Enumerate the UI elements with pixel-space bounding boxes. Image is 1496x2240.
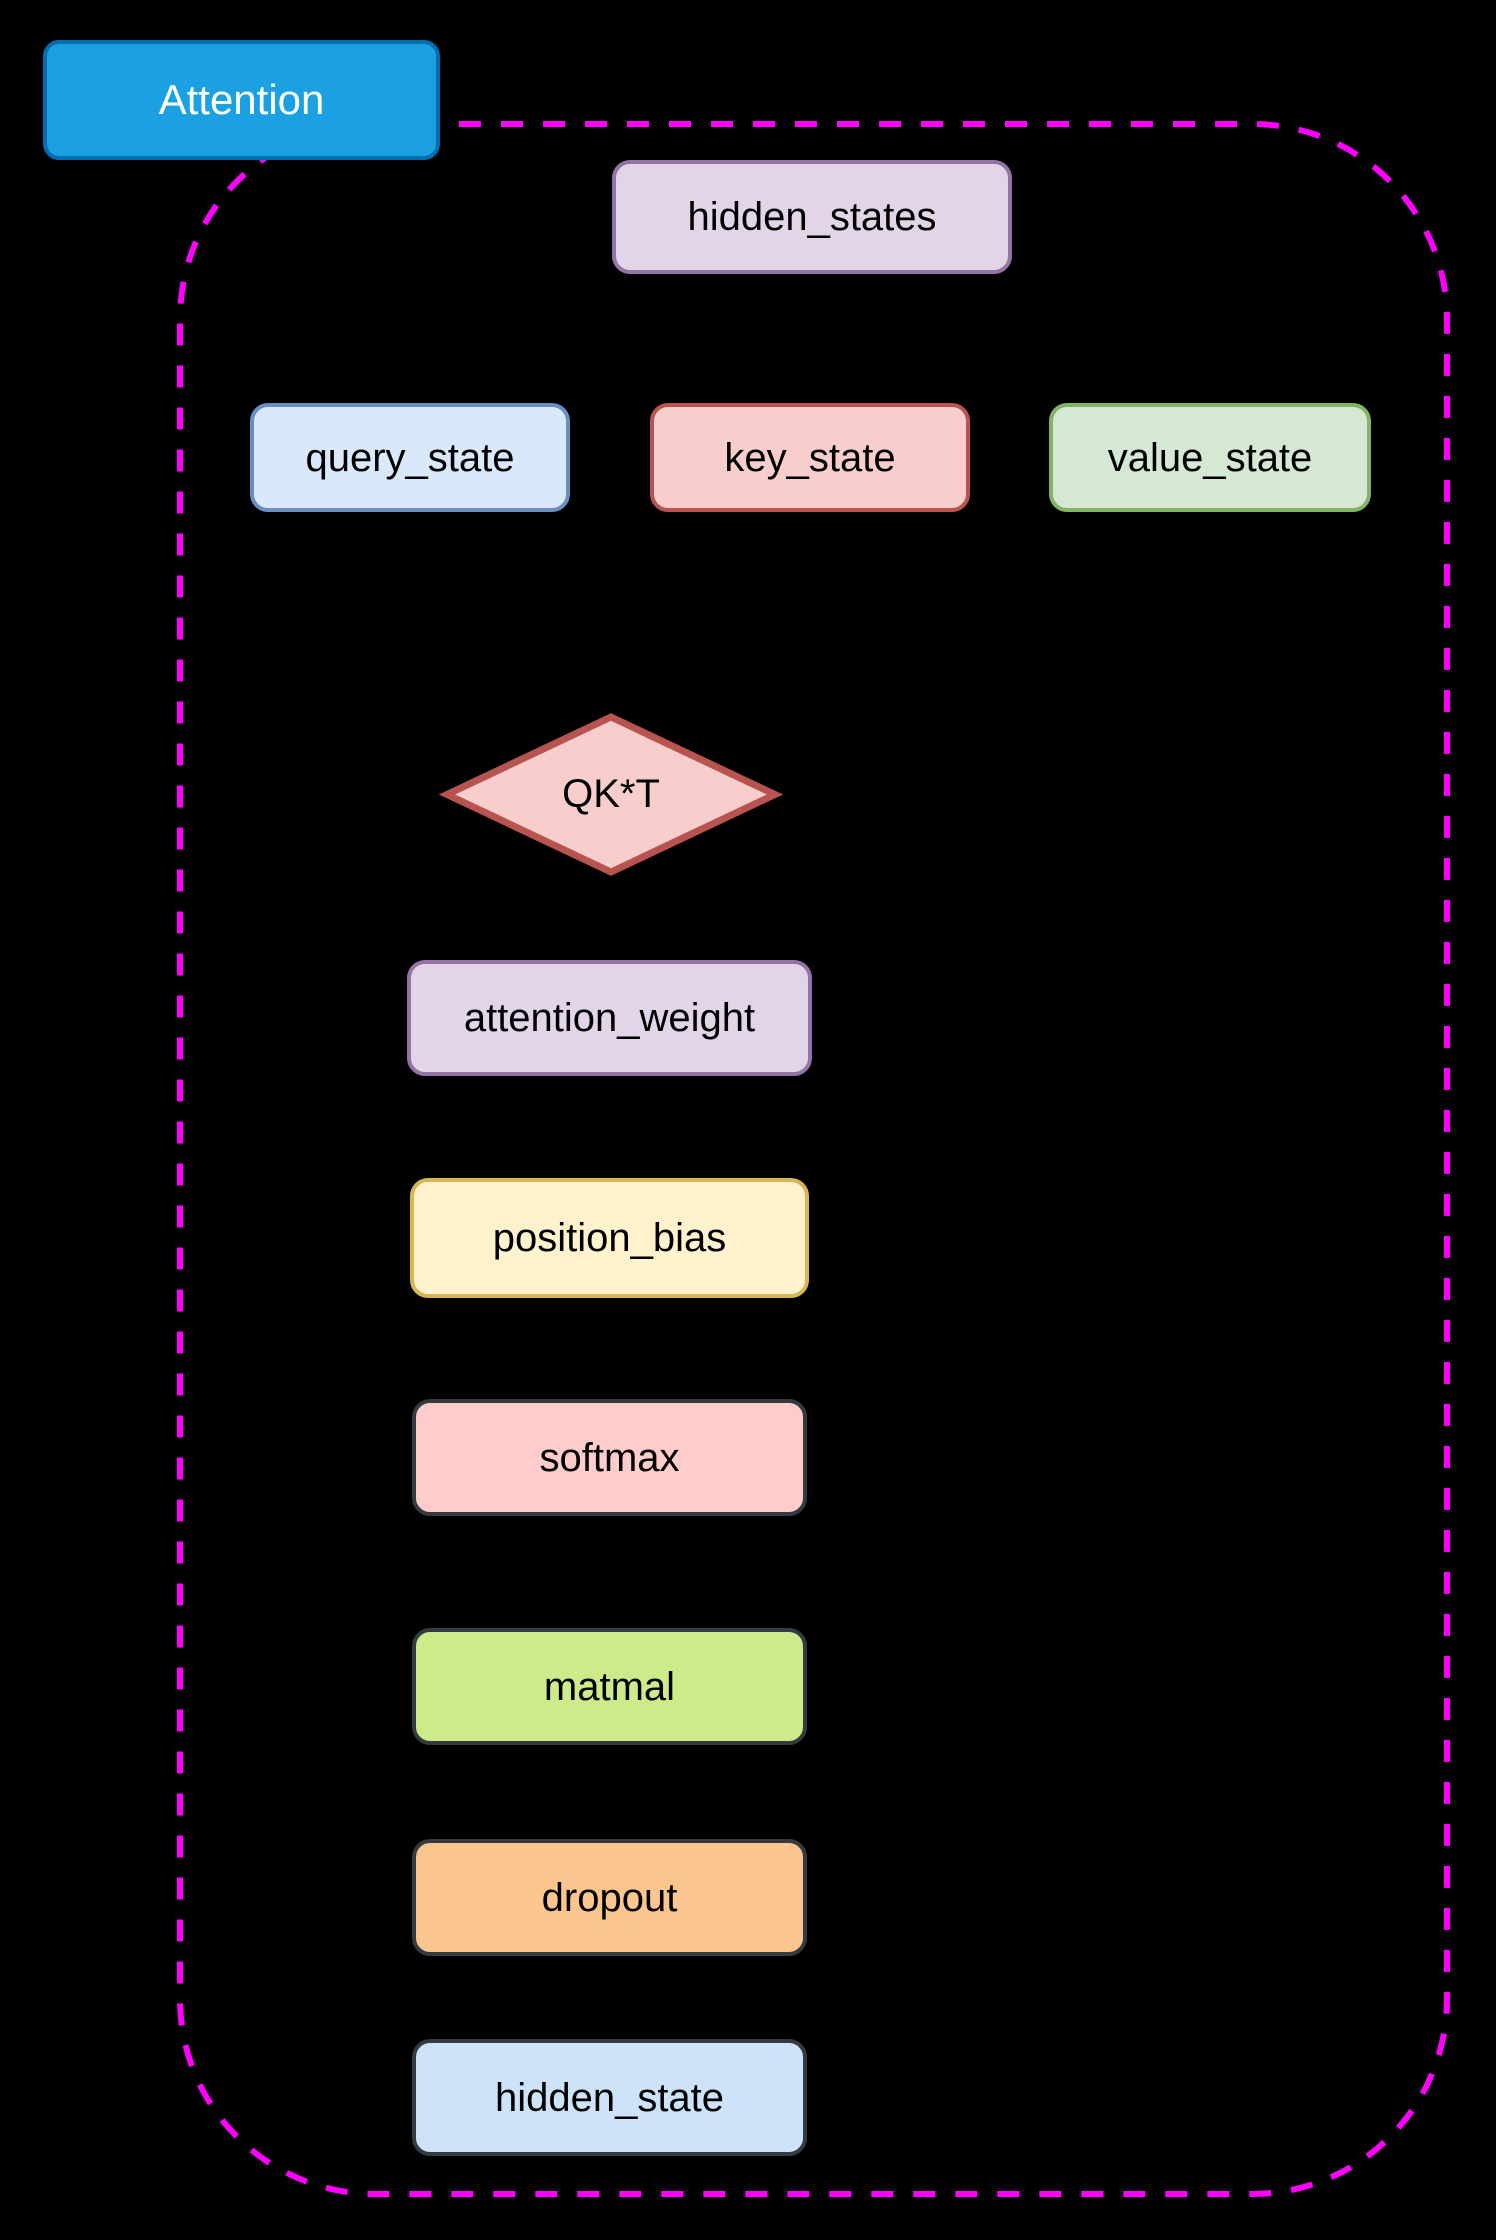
node-attention-weight: attention_weight xyxy=(407,960,812,1076)
node-hidden-states-label: hidden_states xyxy=(687,195,937,239)
node-hidden-state: hidden_state xyxy=(412,2039,807,2156)
node-query-state-label: query_state xyxy=(305,435,515,480)
node-softmax: softmax xyxy=(412,1399,807,1516)
node-attention-weight-label: attention_weight xyxy=(463,996,756,1040)
node-dropout-label: dropout xyxy=(541,1875,678,1920)
attention-title-box: Attention xyxy=(43,40,440,160)
node-value-state: value_state xyxy=(1049,403,1371,512)
attention-title-label: Attention xyxy=(158,76,325,123)
qkt-diamond-polygon xyxy=(438,713,784,876)
node-value-state-label: value_state xyxy=(1107,435,1313,480)
node-hidden-state-label: hidden_state xyxy=(494,2075,725,2120)
node-key-state-label: key_state xyxy=(724,435,896,480)
node-key-state: key_state xyxy=(650,403,970,512)
node-qkt-label: QK*T xyxy=(562,772,660,816)
node-hidden-states: hidden_states xyxy=(612,160,1012,274)
dashed-group-border xyxy=(177,121,1450,2197)
node-qkt-diamond: QK*T xyxy=(438,713,784,876)
node-position-bias: position_bias xyxy=(410,1178,809,1298)
node-matmal-label: matmal xyxy=(543,1664,676,1709)
node-softmax-label: softmax xyxy=(539,1435,680,1480)
node-query-state: query_state xyxy=(250,403,570,512)
node-matmal: matmal xyxy=(412,1628,807,1745)
qkt-diamond-shape xyxy=(438,713,784,876)
node-dropout: dropout xyxy=(412,1839,807,1956)
node-position-bias-label: position_bias xyxy=(492,1216,727,1260)
